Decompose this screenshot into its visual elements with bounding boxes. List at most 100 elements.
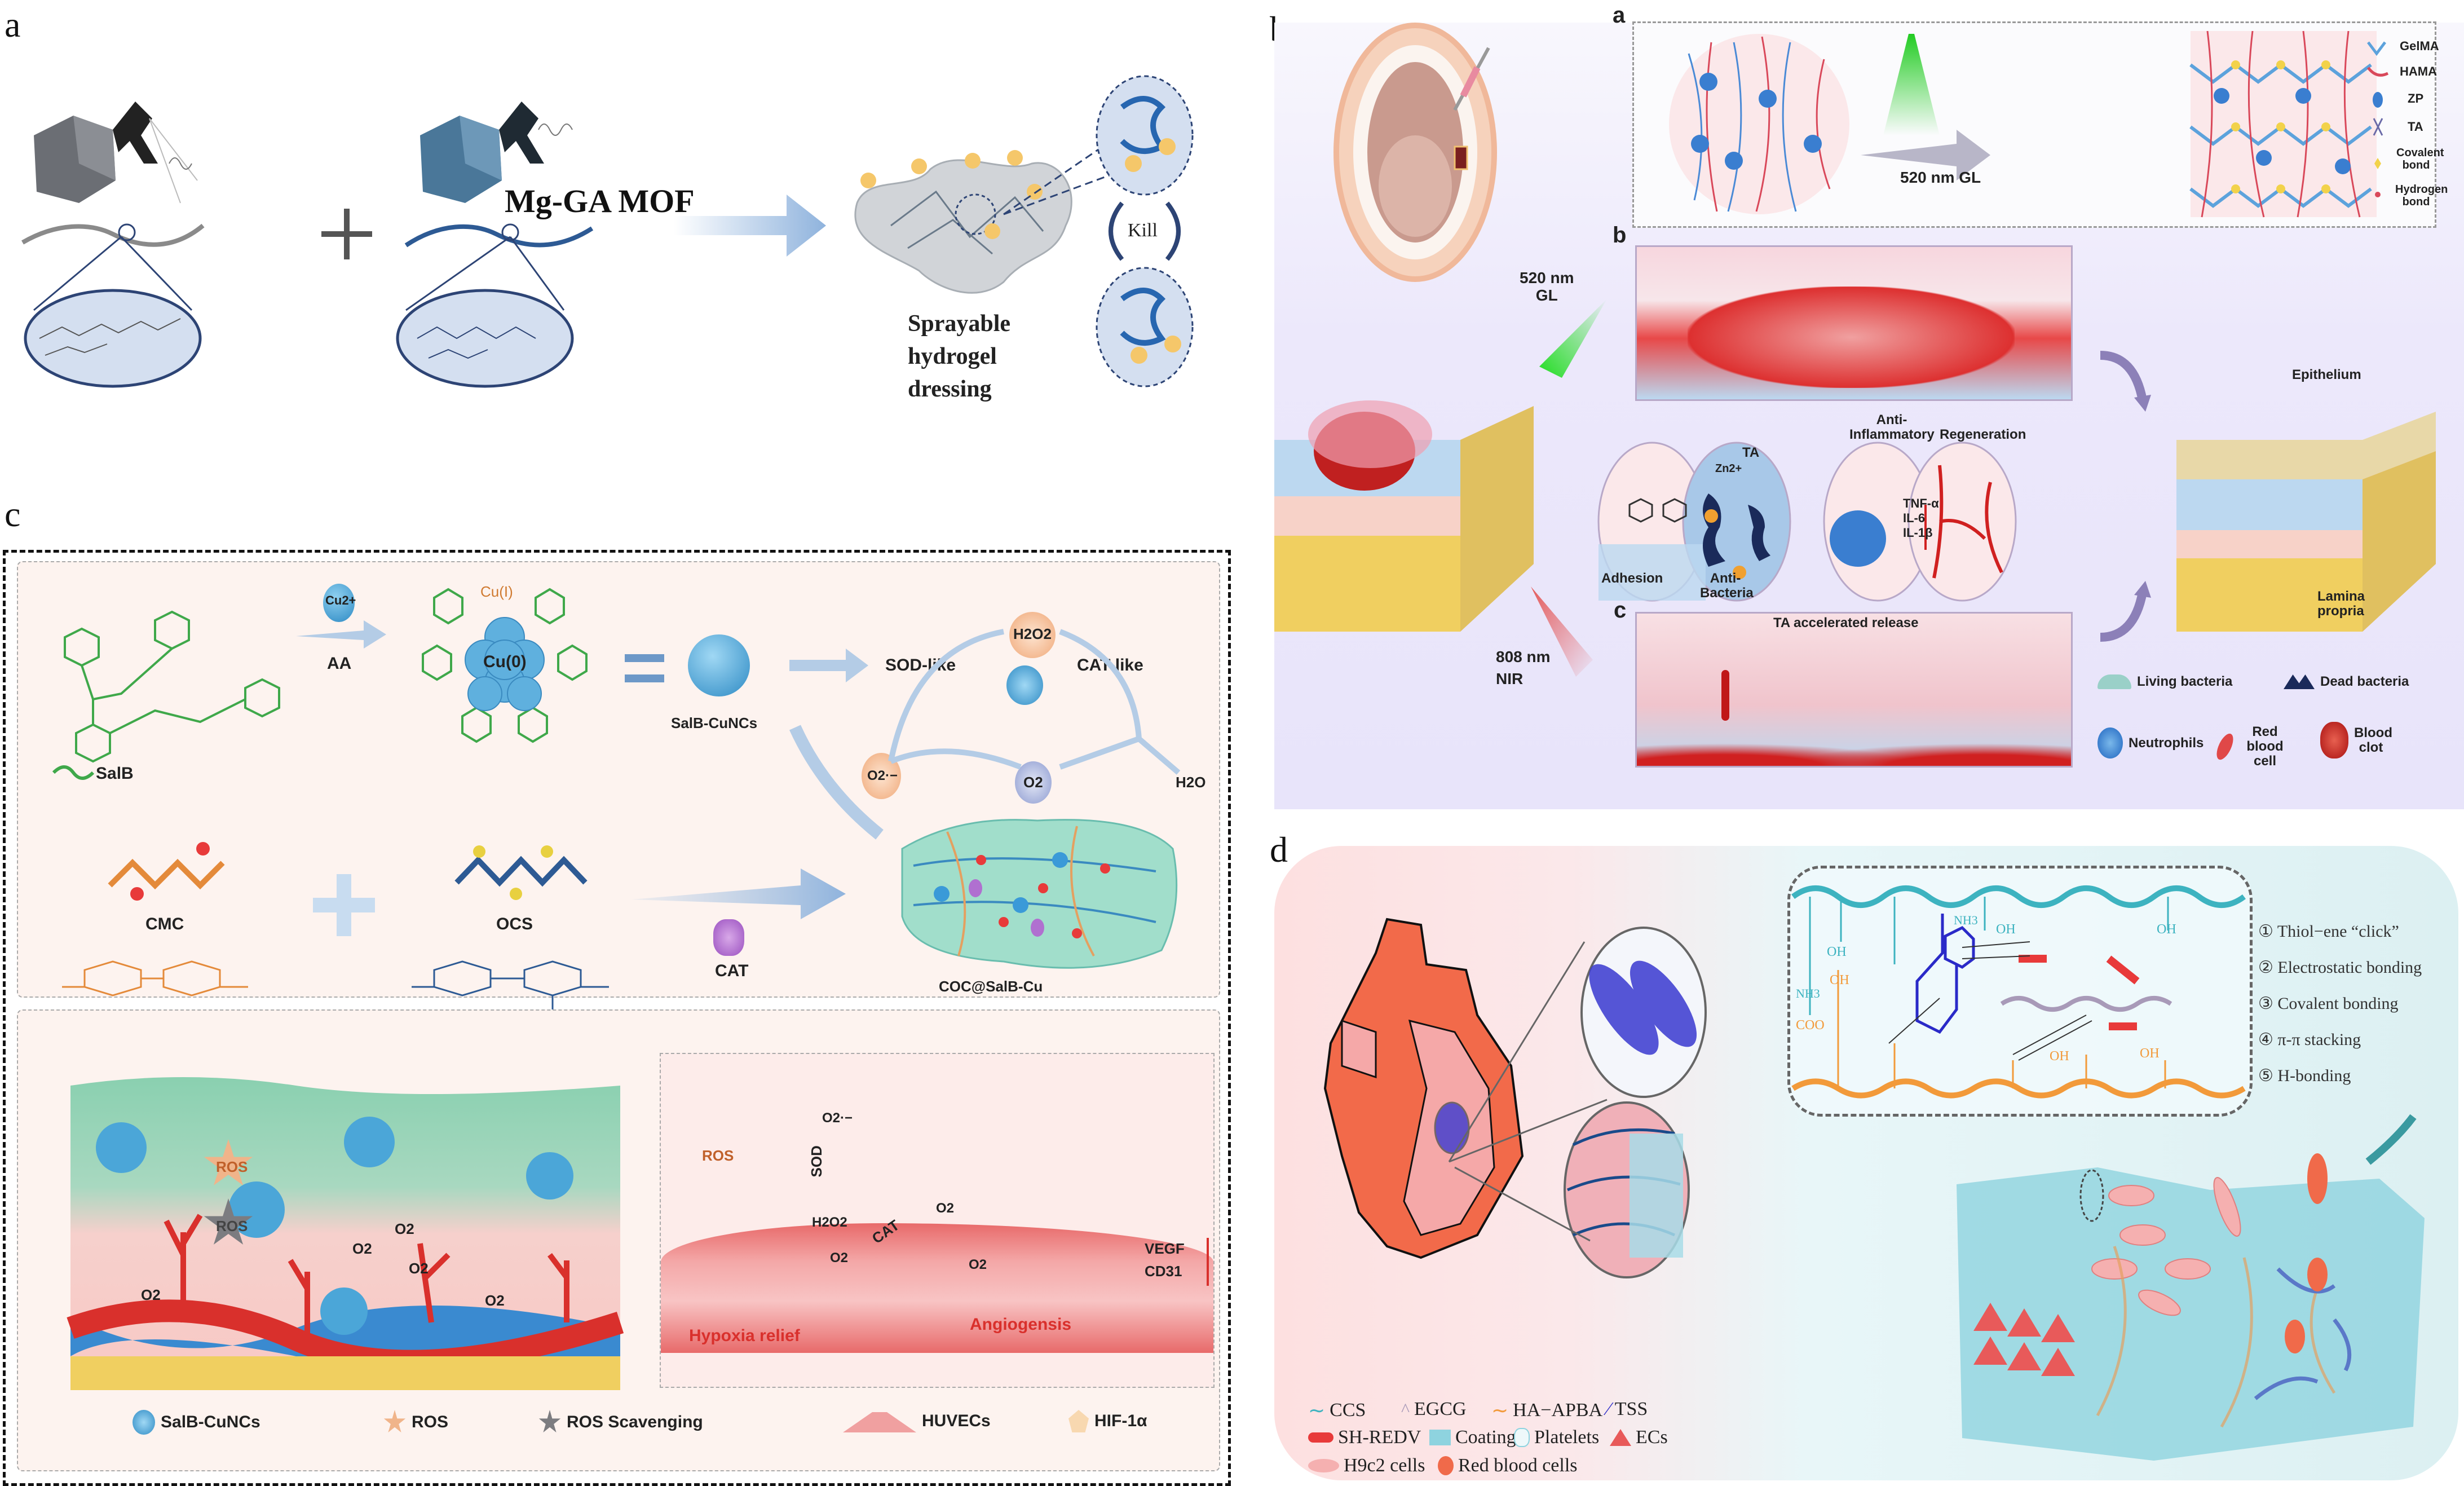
legend-platelets: Platelets [1514, 1427, 1599, 1448]
vessel-band [661, 1223, 1213, 1353]
blood-vessels [1637, 726, 2071, 766]
legend-huvecs: HUVECs [843, 1410, 991, 1432]
h2o2-label: H2O2 [1013, 625, 1052, 642]
heal-arrow-bottom-icon [2100, 581, 2151, 642]
product-label-line-3: dressing [908, 376, 992, 402]
oh-label-3: OH [1996, 922, 2016, 937]
panel-d-letter: d [1270, 830, 1288, 870]
cu-i-label: Cu(I) [480, 583, 513, 600]
bond-h-bonding: ⑤ H-bonding [2258, 1066, 2351, 1085]
plus-light-icon [313, 874, 375, 936]
product-label-line-1: Sprayable [908, 311, 1011, 337]
platelets-icon [1514, 1428, 1530, 1447]
ocs-structure [412, 960, 609, 1021]
o2-label-c: O2 [409, 1260, 429, 1277]
inset-o2-label-1: O2 [936, 1201, 955, 1216]
panel-b: b a 520 nm GL GelMA HAMA ZP T [1263, 0, 2464, 812]
cat-enzyme-label: CAT [715, 962, 749, 980]
oh-label-5: OH [2050, 1049, 2069, 1064]
ros-label-2: ROS [216, 1218, 248, 1234]
nh3-label-2: NH3 [1796, 986, 1820, 1000]
salb-cuncs-legend-label: SalB-CuNCs [161, 1413, 260, 1431]
legend-ecs: ECs [1610, 1427, 1668, 1448]
sub-a-light-label: 520 nm GL [1900, 169, 1981, 186]
function-adhesion: Adhesion [1601, 571, 1663, 586]
mechanism-inset [660, 1053, 1215, 1388]
sub-c-light-label: 808 nm NIR [1496, 648, 1551, 688]
neutrophil-icon [2098, 727, 2123, 759]
gelma-icon [2367, 41, 2386, 56]
tss-legend-label: TSS [1614, 1399, 1648, 1419]
crosslink-arrow-large-icon [632, 868, 846, 919]
legend-ha-apba: ∼ HA−APBA [1491, 1399, 1602, 1422]
rbc-legend-label: Red blood cells [1458, 1455, 1578, 1476]
o2-label-d: O2 [141, 1286, 161, 1303]
zoom-connector-lines [1448, 941, 1608, 1242]
legend-dead-bacteria: Dead bacteria [2284, 674, 2409, 690]
product-label-line-2: hydrogel [908, 343, 997, 369]
lamina-propria-label: Lamina propria [2317, 589, 2365, 619]
covalent-bond-icon [2374, 158, 2381, 169]
polymer-chain-chitosan [404, 223, 594, 248]
o2-label-a: O2 [352, 1240, 372, 1257]
legend-ros: ROS [383, 1410, 448, 1435]
ocs-label: OCS [496, 915, 533, 933]
bond-covalent: ③ Covalent bonding [2258, 994, 2399, 1013]
hif-icon [1068, 1410, 1089, 1432]
living-bacteria-icon [2098, 674, 2131, 689]
ecs-icon [1610, 1429, 1631, 1446]
h2o2-bubble [1009, 612, 1056, 658]
inset-superoxide-label: O2·− [822, 1110, 853, 1126]
oh-label-6: OH [2140, 1046, 2160, 1061]
hama-icon [2367, 67, 2389, 77]
polymer-chain-alginate [21, 223, 205, 247]
green-light-icon [1539, 299, 1607, 378]
legend-hama: HAMA [2400, 64, 2437, 78]
inset-o2-label-2: O2 [830, 1250, 849, 1265]
bond-thiol-ene: ① Thiol−ene “click” [2258, 922, 2399, 941]
sub-b-light-line-1: 520 nm [1520, 269, 1574, 286]
tnf-label: TNF-α [1903, 496, 1939, 510]
nanocluster-to-gel-arrow-icon [789, 725, 884, 840]
sub-c-letter: c [1614, 598, 1627, 623]
ccs-icon: ∼ [1308, 1399, 1326, 1422]
ros-label-1: ROS [216, 1158, 248, 1175]
crosslink-arrow-icon [1861, 130, 1990, 180]
precursor-network [1669, 34, 1849, 214]
salb-cuncs-cluster [688, 634, 750, 696]
enzyme-cycle-arrows [888, 629, 1181, 775]
spray-bottle-gray-icon [34, 102, 198, 204]
o2-bubble [1015, 761, 1052, 804]
wound-healing-scene [67, 1077, 624, 1390]
sub-c-light-line-2: NIR [1496, 669, 1524, 687]
legend-salb-cuncs: SalB-CuNCs [133, 1410, 260, 1435]
il1b-label: IL-1β [1903, 526, 1933, 540]
living-bacteria-label: Living bacteria [2137, 674, 2233, 689]
legend-zp: ZP [2408, 91, 2424, 105]
green-light-beam-icon [1883, 34, 1940, 135]
tss-icon: ⁄ [1607, 1399, 1610, 1419]
o2-label-b: O2 [395, 1220, 414, 1237]
open-mouth-illustration [1333, 23, 1497, 282]
legend-sh-redv: SH-REDV [1308, 1427, 1421, 1448]
zoom-circle-coating [1564, 1101, 1690, 1278]
huvecs-icon [843, 1412, 916, 1432]
cu-0-label: Cu(0) [483, 652, 527, 671]
legend-red-blood-cell: Red blood cell [2213, 725, 2293, 769]
legend-ta: TA [2408, 120, 2423, 134]
panel-a-letter: a [5, 5, 21, 45]
legend-hif: HIF-1α [1068, 1410, 1147, 1432]
salb-structure [52, 610, 280, 780]
coating-icon [1429, 1430, 1451, 1445]
mof-label: Mg-GA MOF [505, 183, 695, 219]
legend-ros-scavenging: ROS Scavenging [538, 1410, 703, 1435]
healed-tissue-block [2176, 412, 2436, 632]
sub-b-light-line-2: GL [1535, 286, 1558, 304]
ta-label: TA [1742, 445, 1760, 460]
panel-a: a Mg-GA MOF [0, 0, 1240, 479]
salb-cuncs-label: SalB-CuNCs [671, 715, 758, 731]
ros-scavenging-icon [538, 1410, 561, 1433]
kill-label: Kill [1128, 220, 1158, 241]
wounded-tissue-block [1274, 400, 1534, 632]
oh-label-4: OH [2157, 922, 2176, 937]
